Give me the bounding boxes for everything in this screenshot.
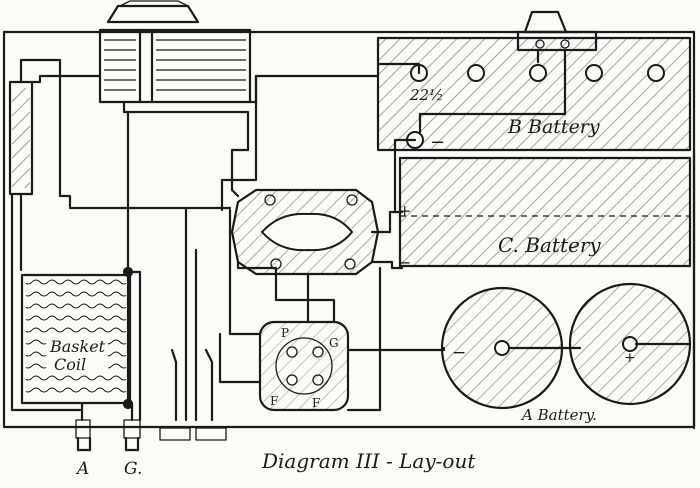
b-minus-label: −	[430, 132, 445, 153]
socket-g-label: G	[329, 336, 339, 350]
terminal-a-label: A	[75, 459, 89, 479]
wiring	[10, 48, 696, 452]
socket-p-label: P	[281, 326, 289, 340]
variable-condenser	[98, 0, 252, 104]
b-battery-terminal	[647, 64, 665, 82]
c-battery: C. Battery + −	[398, 156, 692, 272]
c-plus-label: +	[398, 201, 411, 220]
basket-coil: Basket Coil	[20, 273, 132, 405]
a-plus-label: +	[624, 350, 636, 366]
basket-coil-label-1: Basket	[49, 337, 106, 356]
terminal-g-label: G.	[124, 459, 142, 479]
a-battery: − + A Battery.	[440, 282, 692, 424]
tube-socket: P G F F	[258, 320, 350, 412]
diagram-title: Diagram III - Lay-out	[261, 449, 476, 473]
rheostat	[516, 10, 598, 52]
c-battery-label: C. Battery	[498, 233, 601, 257]
a-minus-label: −	[452, 343, 466, 363]
b-battery-terminal	[467, 64, 485, 82]
socket-f1-label: F	[270, 394, 278, 408]
b-battery: 22½ − B Battery	[376, 36, 692, 153]
basket-coil-label-2: Coil	[54, 355, 86, 374]
grid-leak	[8, 80, 34, 196]
tap-22-label: 22½	[409, 86, 444, 104]
b-battery-terminal	[585, 64, 603, 82]
a-battery-label: A Battery.	[520, 406, 597, 424]
socket-f2-label: F	[312, 396, 320, 410]
detector-mount	[230, 188, 380, 276]
b-battery-terminal	[529, 64, 547, 82]
b-battery-label: B Battery	[507, 116, 600, 138]
a-battery-terminal	[494, 340, 510, 356]
c-minus-label: −	[398, 253, 411, 272]
